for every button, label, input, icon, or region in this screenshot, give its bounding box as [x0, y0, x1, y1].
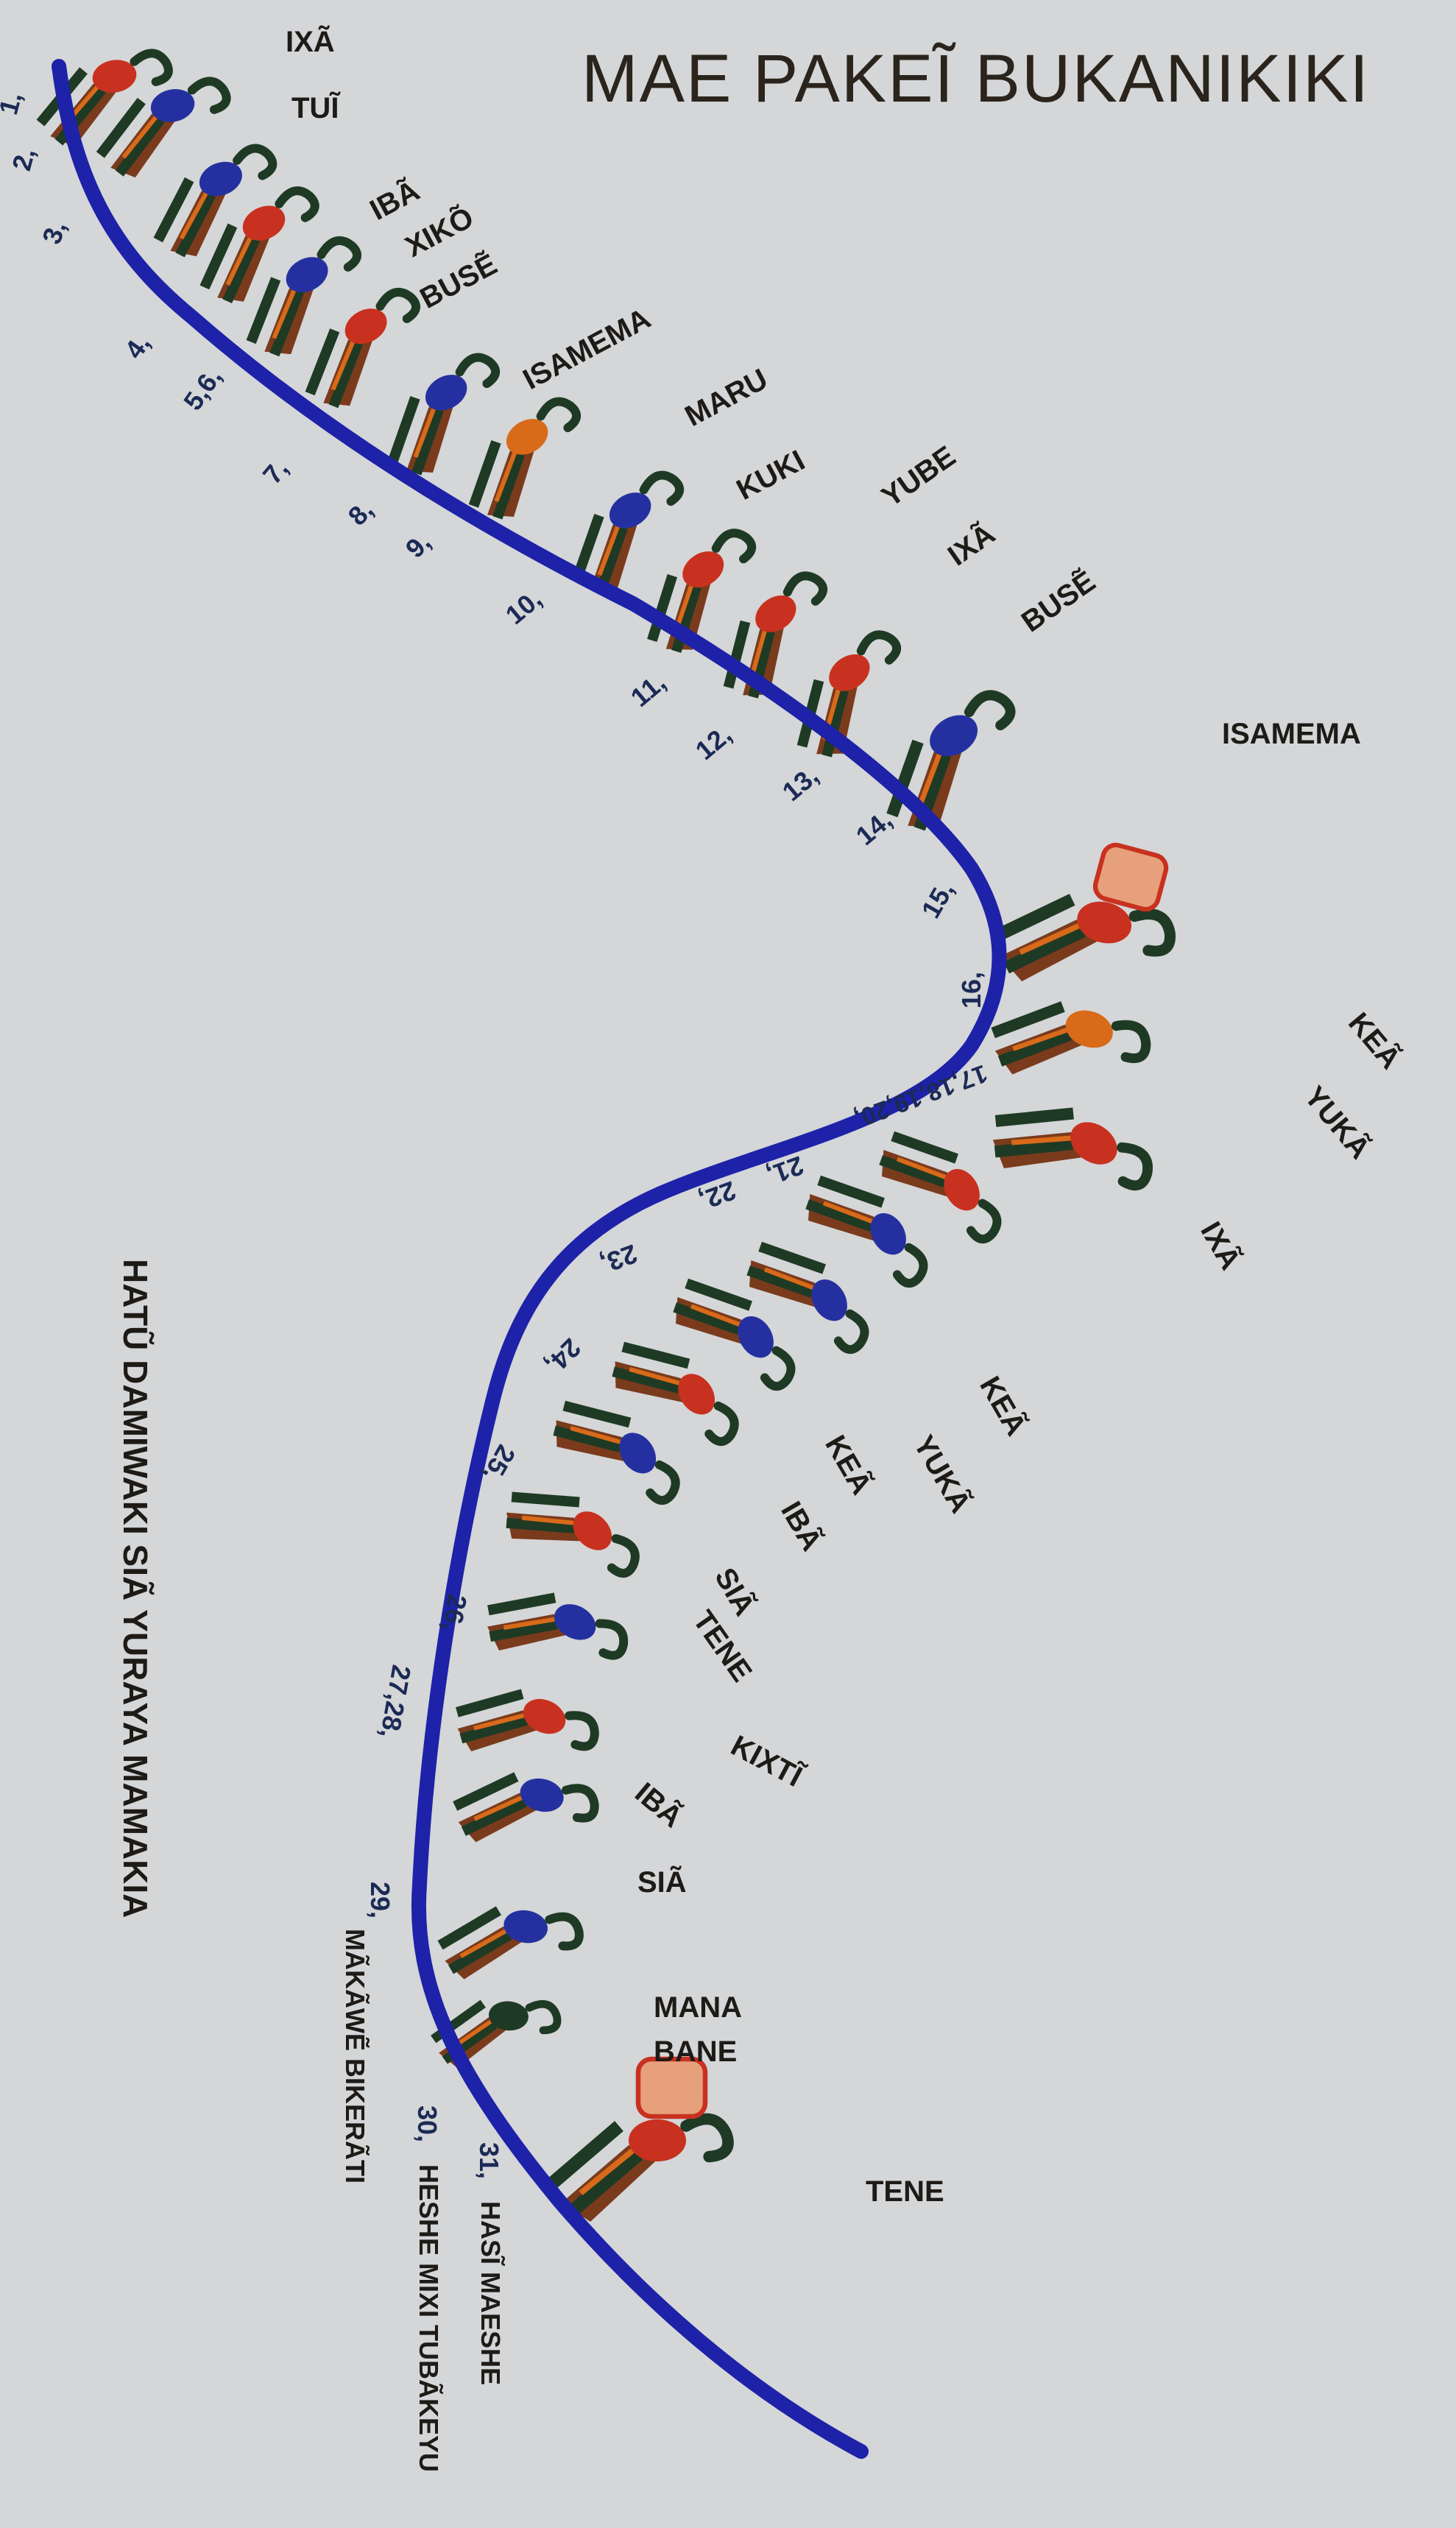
caption-30: HESHE MIXI TUBÃKEYU: [414, 2164, 445, 2472]
label-mana: MANA: [654, 1991, 742, 2024]
number-29: 29,: [365, 1882, 395, 1918]
label-ixa-1: IXÃ: [286, 24, 335, 58]
figure-torso: [629, 2119, 686, 2161]
number-26: 26,: [437, 1592, 473, 1634]
caption-29: MÃKÃWẼ BIKERÃTI: [340, 1929, 371, 2183]
label-bane: BANE: [654, 2036, 737, 2068]
number-31: 31,: [474, 2142, 504, 2179]
number-30: 30,: [412, 2105, 442, 2142]
page-title: MAE PAKEĨ BUKANIKIKI: [582, 41, 1370, 116]
side-caption: HATŨ DAMIWAKI SIÃ YURAYA MAMAKIA: [116, 1259, 155, 1918]
label-isamema-2: ISAMEMA: [1222, 718, 1361, 750]
label-tene-2: TENE: [866, 2175, 944, 2208]
label-tui: TUĨ: [291, 91, 341, 124]
label-sia-2: SIÃ: [637, 1865, 687, 1899]
number-16: 16,: [956, 972, 986, 1009]
caption-31: HASĨ MAESHE: [476, 2201, 506, 2385]
